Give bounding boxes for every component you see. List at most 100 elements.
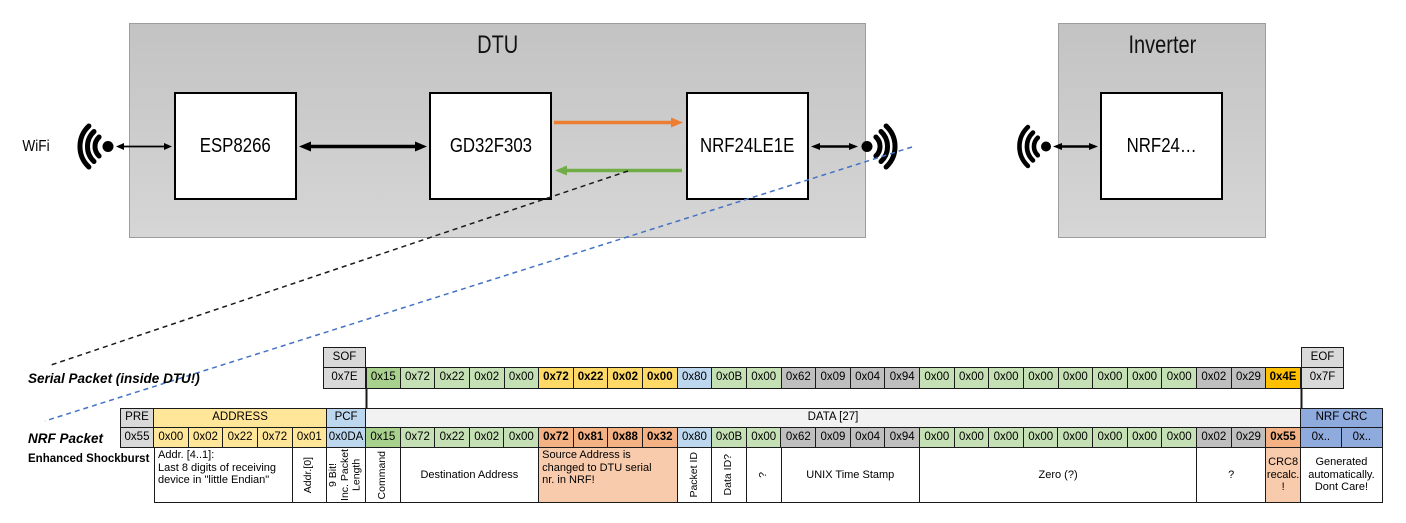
serial-packet-label: Serial Packet (inside DTU!) — [28, 371, 200, 386]
field-annotation: Addr.[0] — [292, 447, 328, 503]
byte-cell: 0x4E — [1266, 367, 1301, 389]
wifi-icon-inverter — [1017, 124, 1051, 169]
byte-cell: 0x00 — [1162, 367, 1197, 389]
serial-sof-header-row: SOF — [323, 347, 366, 368]
byte-cell: 0x29 — [1231, 367, 1267, 389]
byte-cell: 0x72 — [400, 367, 436, 389]
address-header: ADDRESS — [154, 408, 328, 428]
field-annotation: Command — [365, 447, 401, 503]
byte-cell: 0x55 — [120, 427, 154, 448]
byte-cell: 0x09 — [816, 427, 851, 448]
byte-cell: 0x80 — [677, 427, 713, 448]
byte-cell: 0x02 — [1197, 367, 1232, 389]
byte-cell: 0x00 — [643, 367, 678, 389]
field-annotation: ? — [1197, 447, 1267, 503]
byte-cell: 0x22 — [435, 427, 470, 448]
byte-cell: 0x0B — [712, 367, 747, 389]
byte-cell: 0x72 — [539, 427, 574, 448]
byte-cell: 0x01 — [292, 427, 328, 448]
byte-cell: 0x80 — [677, 367, 713, 389]
byte-cell: 0x15 — [366, 367, 401, 389]
field-annotation: Generated automatically. Dont Care! — [1300, 447, 1383, 503]
field-annotation: ? — [746, 447, 782, 503]
byte-cell: 0x00 — [1023, 427, 1059, 448]
byte-cell: 0x00 — [954, 367, 990, 389]
byte-cell: 0x00 — [919, 427, 955, 448]
byte-cell: 0x22 — [223, 427, 258, 448]
byte-cell: 0x00 — [954, 427, 990, 448]
byte-cell: 0x00 — [504, 427, 540, 448]
byte-cell: 0x00 — [746, 427, 782, 448]
byte-cell: 0x22 — [435, 367, 470, 389]
nrf-annotation-row: Addr. [4..1]: Last 8 digits of receiving… — [154, 447, 1383, 503]
esp8266-box: ESP8266 — [174, 92, 297, 200]
sof-header: SOF — [323, 347, 366, 368]
byte-cell: 0x81 — [573, 427, 609, 448]
byte-cell: 0x15 — [365, 427, 401, 448]
wifi-label: WiFi — [22, 138, 50, 155]
byte-cell: 0x72 — [400, 427, 436, 448]
field-annotation: Destination Address — [400, 447, 540, 503]
gd32f303-box: GD32F303 — [429, 92, 552, 200]
crc-byte: 0x.. — [1300, 427, 1342, 448]
wifi-dot — [102, 141, 114, 152]
byte-cell: 0x29 — [1231, 427, 1267, 448]
field-annotation: Zero (?) — [920, 447, 1198, 503]
inverter-nrf24-box: NRF24… — [1100, 92, 1223, 200]
byte-cell: 0x04 — [850, 367, 886, 389]
field-annotation: UNIX Time Stamp — [781, 447, 921, 503]
nrf-packet-label: NRF Packet — [28, 431, 104, 446]
byte-cell: 0x00 — [1058, 367, 1094, 389]
crc-byte: 0x.. — [1341, 427, 1383, 448]
wifi-icon-dtu-esp — [77, 123, 114, 170]
field-annotation: Addr. [4..1]: Last 8 digits of receiving… — [154, 447, 293, 503]
enhanced-shockburst-label: Enhanced Shockburst — [28, 453, 150, 465]
byte-cell: 0x02 — [469, 367, 505, 389]
byte-cell: 0x00 — [989, 367, 1024, 389]
byte-cell: 0x22 — [573, 367, 609, 389]
byte-cell: 0x00 — [1093, 427, 1128, 448]
eof-header: EOF — [1301, 347, 1344, 368]
field-annotation: Packet ID — [677, 447, 713, 503]
byte-cell: 0x72 — [257, 427, 293, 448]
byte-cell: 0x72 — [539, 367, 574, 389]
pcf-header: PCF — [327, 408, 366, 428]
byte-cell: 0x00 — [1162, 427, 1197, 448]
byte-cell: 0x62 — [781, 427, 817, 448]
byte-cell: 0x02 — [469, 427, 505, 448]
data-header: DATA [27] — [365, 408, 1301, 428]
field-annotation: Source Address is changed to DTU serial … — [539, 447, 678, 503]
byte-cell: 0x88 — [608, 427, 643, 448]
field-annotation: CRC8 recalc. ! — [1266, 447, 1301, 503]
byte-cell: 0x04 — [850, 427, 886, 448]
byte-cell: 0x32 — [642, 427, 678, 448]
inverter-title: Inverter — [1128, 31, 1196, 59]
serial-eof-header-row: EOF — [1301, 347, 1344, 368]
byte-cell: 0x94 — [885, 427, 920, 448]
byte-cell: 0x55 — [1266, 427, 1301, 448]
byte-cell: 0x00 — [1093, 367, 1128, 389]
sof-byte: 0x7E — [323, 367, 366, 389]
byte-cell: 0x0B — [712, 427, 747, 448]
serial-eof-value: 0x7F — [1301, 367, 1344, 389]
byte-cell: 0x00 — [989, 427, 1024, 448]
byte-cell: 0x02 — [188, 427, 224, 448]
byte-cell: 0x94 — [885, 367, 920, 389]
byte-cell: 0x62 — [781, 367, 817, 389]
byte-cell: 0x02 — [1196, 427, 1232, 448]
pre-header: PRE — [120, 408, 154, 428]
byte-cell: 0x02 — [608, 367, 643, 389]
byte-cell: 0x00 — [1058, 427, 1094, 448]
crc-header: NRF CRC — [1300, 408, 1383, 428]
wifi-dot — [1041, 141, 1051, 152]
byte-cell: 0x00 — [1023, 367, 1059, 389]
field-annotation: 9 Bit! Inc. Packet Length — [327, 447, 366, 503]
byte-cell: 0x00 — [1127, 427, 1163, 448]
eof-byte: 0x7F — [1301, 367, 1344, 389]
byte-cell: 0x00 — [920, 367, 955, 389]
serial-sof-value: 0x7E — [323, 367, 366, 389]
